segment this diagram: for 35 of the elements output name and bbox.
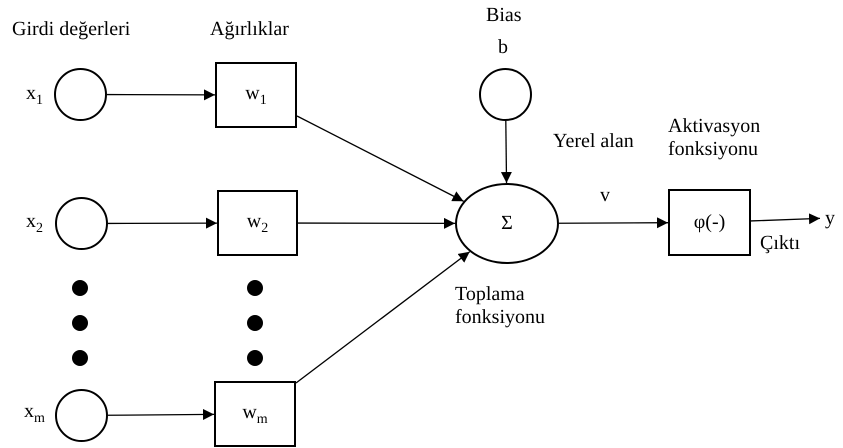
sum-symbol: Σ <box>501 212 513 235</box>
heading-label: Yerel alan <box>553 130 634 153</box>
function-label: w$_{1}$ <box>245 82 267 108</box>
arrow <box>107 89 215 100</box>
input-circle <box>55 389 108 442</box>
function-label: w$_{2}$ <box>246 210 268 236</box>
function-label: w$_{m}$ <box>242 400 268 428</box>
input-circle <box>55 197 108 250</box>
weight-box <box>215 62 297 128</box>
heading-label: Ağırlıklar <box>210 18 289 41</box>
node-caption: x$_{2}$ <box>26 210 43 237</box>
node-caption: Bias <box>486 4 522 27</box>
node-caption: x$_{1}$ <box>26 82 43 109</box>
arrow <box>108 408 214 420</box>
arrow <box>296 115 464 202</box>
heading-label: Girdi değerleri <box>12 18 130 41</box>
node-caption: Toplama fonksiyonu <box>455 283 546 329</box>
node-caption: Aktivasyon fonksiyonu <box>668 115 762 161</box>
arrow <box>298 218 455 229</box>
arrow <box>559 217 668 228</box>
bias-circle <box>479 68 532 121</box>
function-label: φ(-) <box>694 211 726 234</box>
node-caption: x$_{m}$ <box>24 400 45 427</box>
arrow <box>296 251 470 384</box>
arrow <box>750 213 820 224</box>
activation-box <box>668 189 751 256</box>
arrow <box>500 121 512 183</box>
edge-label: v <box>600 184 610 207</box>
output-symbol: y <box>820 203 840 233</box>
weight-box <box>217 190 298 256</box>
weight-box <box>214 381 296 447</box>
edge-label: Çıktı <box>760 232 800 255</box>
arrow <box>108 218 217 229</box>
node-caption: b <box>498 36 508 59</box>
input-circle <box>54 68 107 121</box>
